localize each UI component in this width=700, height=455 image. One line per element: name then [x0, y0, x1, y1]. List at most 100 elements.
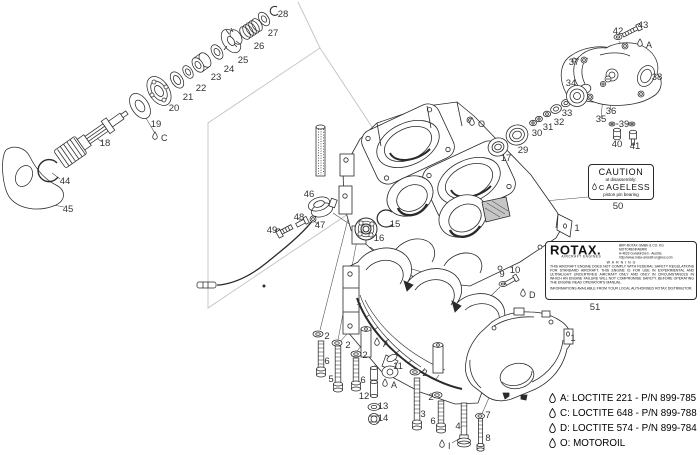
- part-callout-48: 48: [294, 212, 305, 223]
- part-callout-26: 26: [254, 41, 265, 52]
- oil-drop-letter: O: [478, 119, 485, 129]
- caution-title: CAUTION: [598, 167, 644, 177]
- oil-drop-icon: [152, 131, 158, 140]
- part-callout-2: 2: [324, 331, 329, 342]
- oil-drop-letter: C: [161, 133, 168, 143]
- stud-12: [370, 366, 378, 398]
- rotax-logo: ROTAX.: [550, 242, 602, 258]
- part-callout-20: 20: [169, 103, 180, 114]
- bolt-3: [412, 377, 422, 431]
- washer-7: [475, 412, 485, 420]
- part-callout-4: 4: [455, 421, 460, 432]
- part-callout-40: 40: [612, 139, 623, 150]
- part-callout-23: 23: [211, 72, 222, 83]
- legend-item-D: D: LOCTITE 574 - P/N 899-784: [549, 421, 697, 436]
- caution-footer: piston pin bearing: [603, 192, 639, 197]
- fasteners-group: [312, 273, 520, 452]
- oil-drop-icon: [592, 183, 597, 191]
- oil-drop-icon: [549, 393, 556, 403]
- legend-text: D: LOCTITE 574 - P/N 899-784: [560, 423, 697, 434]
- legend-text: C: LOCTITE 648 - P/N 899-788: [560, 408, 697, 419]
- oil-drop-icon: [637, 38, 643, 47]
- plug-40: [613, 127, 621, 141]
- bolt-6b: [351, 357, 361, 392]
- part-callout-2: 2: [428, 392, 433, 403]
- part-callout-2: 2: [362, 350, 367, 361]
- part-callout-2: 2: [422, 368, 427, 379]
- part-callout-45: 45: [63, 204, 74, 215]
- part-callout-6: 6: [324, 356, 329, 367]
- rotax-tagline: AIRCRAFT ENGINES: [561, 255, 602, 259]
- part-callout-18: 18: [100, 138, 111, 149]
- clamp-46: [307, 196, 338, 218]
- legend-text: O: MOTOROIL: [560, 438, 626, 449]
- rotor-34: [566, 83, 592, 107]
- circlip-44: [37, 158, 59, 183]
- part-callout-37: 37: [569, 57, 580, 68]
- oil-drop-marker-C: C: [152, 131, 168, 143]
- washer-2e: [431, 391, 443, 399]
- caution-decal: CAUTION at disassembly: C AGELESS piston…: [588, 164, 654, 200]
- part-callout-24: 24: [224, 64, 235, 75]
- spacer-23: [191, 52, 212, 73]
- oil-drop-icon: [374, 337, 380, 346]
- oil-drop-letter: A: [383, 339, 389, 349]
- washer-2c: [350, 350, 362, 358]
- part-callout-1: 1: [570, 333, 575, 344]
- part-callout-30: 30: [532, 128, 543, 139]
- part-callout-51: 51: [590, 302, 601, 313]
- part-callout-1: 1: [574, 223, 579, 234]
- cable-end: [196, 281, 217, 289]
- spring-26: [239, 18, 263, 40]
- circlip-15: [376, 209, 394, 228]
- part-callout-42: 42: [613, 26, 624, 37]
- gear-shaft-group: [2, 5, 279, 210]
- part-callout-49: 49: [267, 225, 278, 236]
- distributor-info: INFORMATIONS AVAILABLE FROM YOUR LOCAL A…: [550, 287, 693, 291]
- warning-text: THIS AIRCRAFT ENGINE DOES NOT COMPLY WIT…: [550, 265, 694, 285]
- part-callout-31: 31: [543, 122, 554, 133]
- washer-2b: [331, 339, 343, 347]
- part-callout-47: 47: [315, 220, 326, 231]
- bolt-8: [476, 417, 485, 452]
- oil-drop-icon: [439, 439, 445, 448]
- bolt-4: [457, 402, 471, 448]
- part-callout-6: 6: [360, 375, 365, 386]
- part-callout-16: 16: [374, 233, 385, 244]
- part-callout-32: 32: [554, 117, 565, 128]
- oil-drop-icon: [382, 378, 388, 387]
- part-callout-22: 22: [196, 83, 207, 94]
- oil-drop-marker-A: A: [374, 337, 389, 349]
- part-callout-7: 7: [485, 410, 490, 421]
- pump-housing-group: [560, 22, 662, 146]
- screw-10: [504, 273, 520, 286]
- part-callout-29: 29: [518, 145, 529, 156]
- part-callout-34: 34: [566, 78, 577, 89]
- oil-drop-marker-O: O: [469, 117, 485, 129]
- washer-13: [367, 403, 381, 411]
- oil-drop-letter: D: [529, 290, 536, 300]
- part-callout-38: 38: [652, 72, 663, 83]
- oil-drop-icon: [549, 438, 556, 448]
- part-callout-2: 2: [345, 340, 350, 351]
- cable-clamp-group: [196, 124, 338, 289]
- part-callout-5: 5: [328, 374, 333, 385]
- nut-14: [368, 413, 380, 425]
- part-callout-46: 46: [304, 189, 315, 200]
- cover-plate-45: [2, 146, 64, 210]
- oil-drop-letter: I: [448, 441, 451, 451]
- part-callout-12: 12: [359, 391, 370, 402]
- plug-41: [629, 129, 637, 146]
- elbow-11: [381, 353, 399, 379]
- part-callout-39: 39: [619, 119, 630, 130]
- part-callout-9: 9: [499, 269, 504, 280]
- clip-28: [269, 5, 279, 16]
- oil-drop-marker-A: A: [637, 38, 652, 50]
- bolt-6a: [316, 340, 326, 378]
- part-callout-35: 35: [596, 114, 607, 125]
- part-callout-43: 43: [638, 20, 649, 31]
- cover-hole: [15, 165, 33, 187]
